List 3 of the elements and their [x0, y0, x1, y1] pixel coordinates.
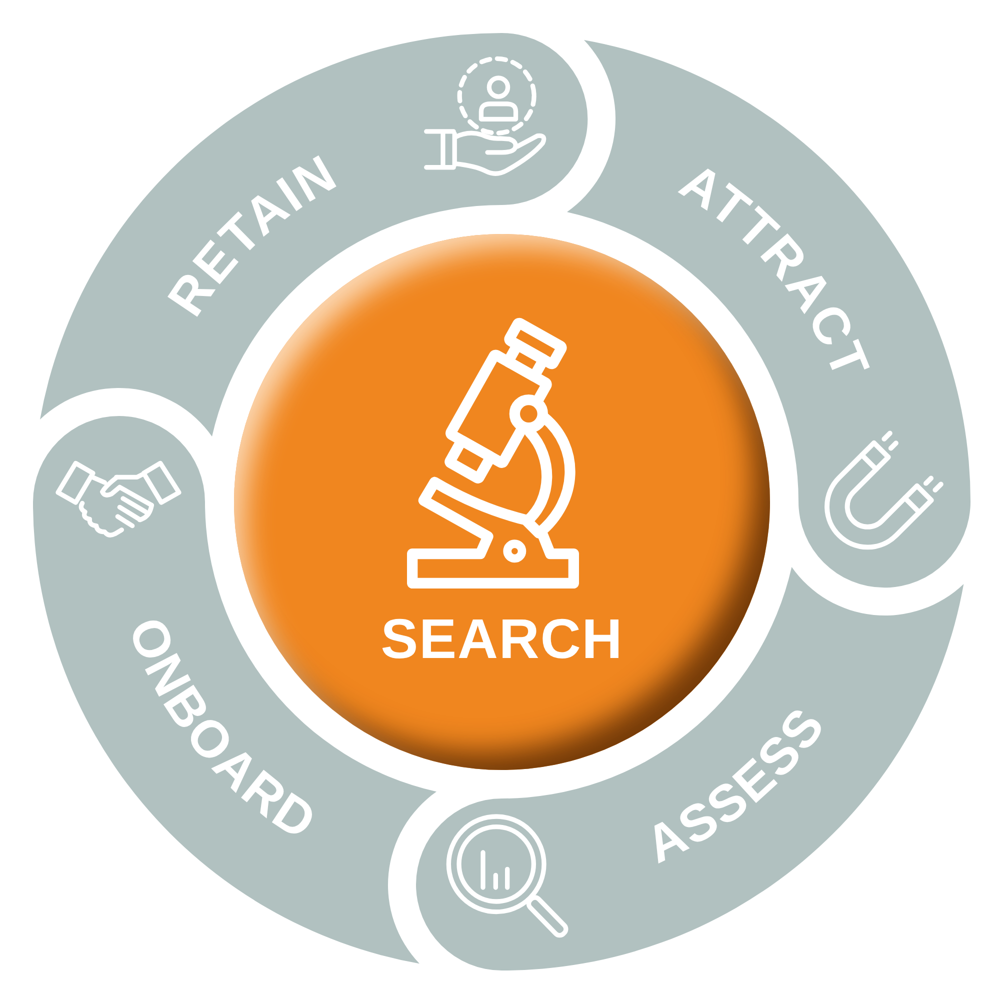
- ring-segment: [40, 33, 588, 436]
- ring-segment: [567, 40, 971, 588]
- center-title: SEARCH: [380, 611, 624, 667]
